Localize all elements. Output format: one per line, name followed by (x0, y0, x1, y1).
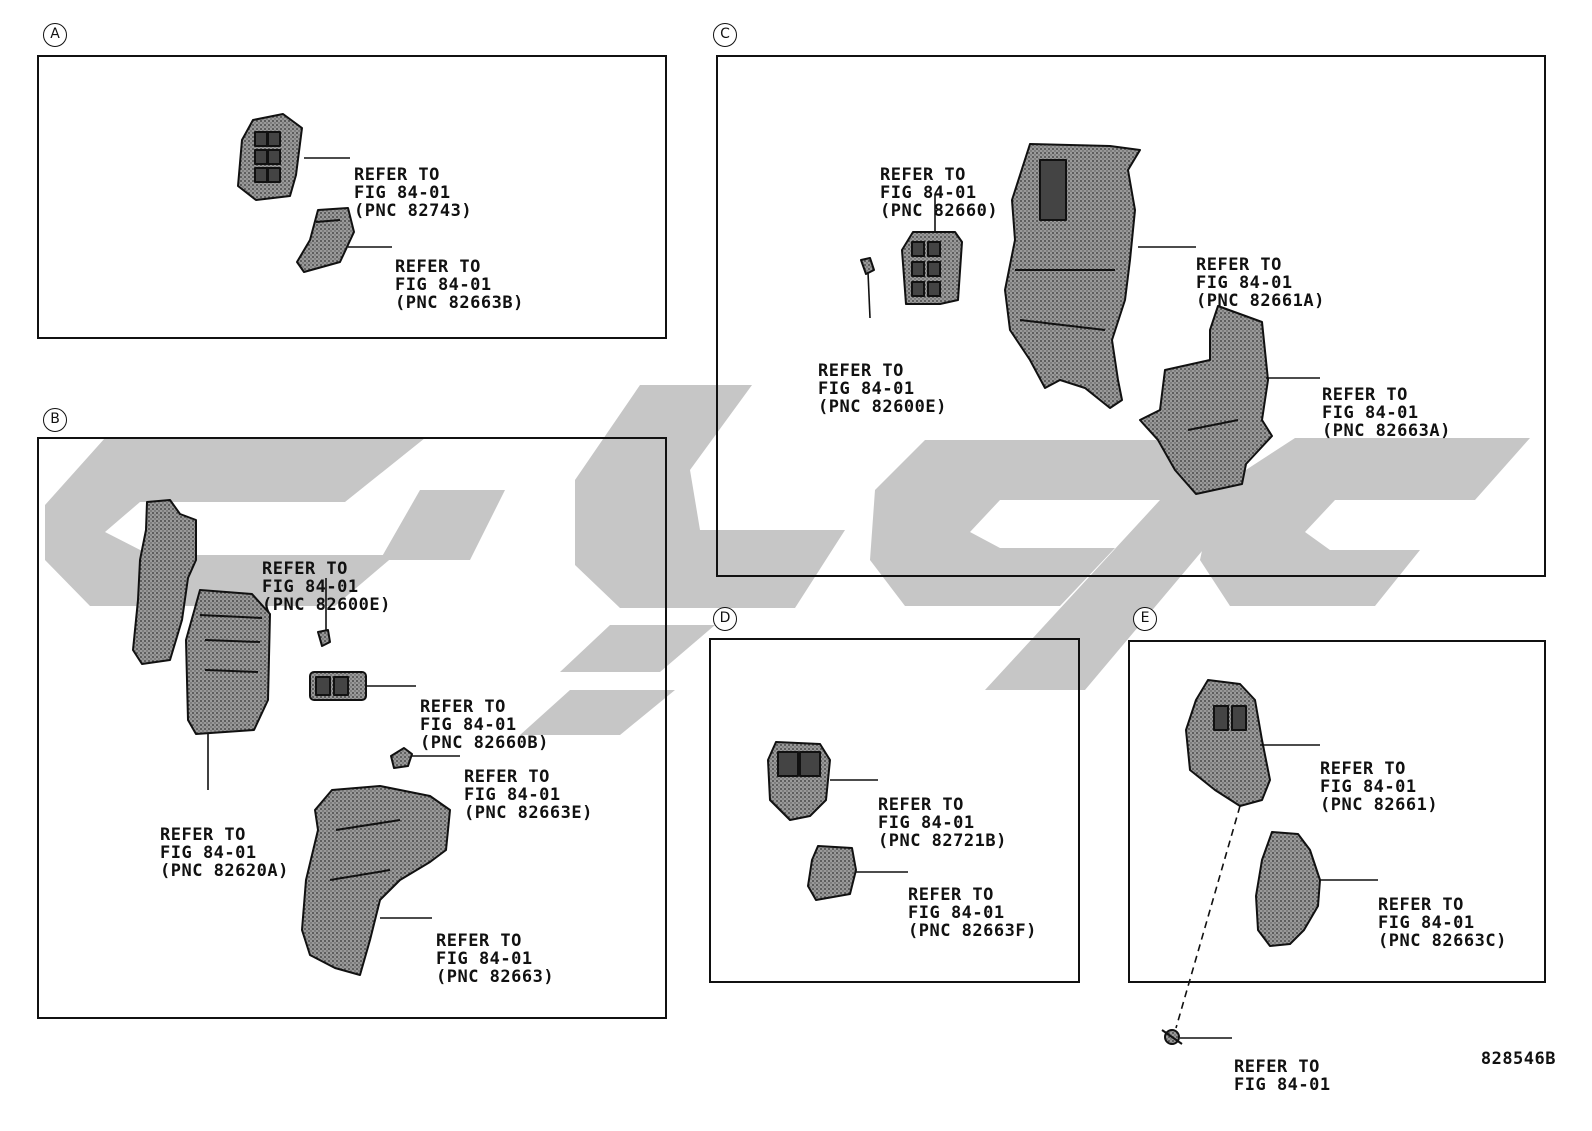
bolt (1161, 1029, 1183, 1045)
panel-c-badge: C (713, 23, 737, 47)
panel-a (37, 55, 667, 339)
fuse-82600e-b (317, 629, 331, 647)
parts-diagram: A B C D E (37, 23, 1556, 1094)
panel-c (716, 55, 1546, 577)
panel-d-badge: D (713, 607, 737, 631)
cover-82663a (1139, 305, 1273, 495)
cover-82663f (807, 845, 857, 901)
panel-b-badge: B (43, 408, 67, 432)
relay-block-82743 (237, 113, 303, 201)
relay-82660b (309, 671, 367, 701)
panel-b (37, 437, 667, 1019)
fuse-82600e-c (860, 257, 875, 275)
cover-82663b (296, 207, 355, 273)
relay-82660 (901, 231, 963, 305)
cover-82663 (301, 785, 451, 976)
bracket-b-left (132, 499, 197, 665)
panel-a-badge: A (43, 23, 67, 47)
panel-d (709, 638, 1080, 983)
panel-e (1128, 640, 1546, 983)
fuse-block-82620a (185, 589, 271, 735)
document-number: 828546B (1480, 1049, 1556, 1069)
cover-82663c (1255, 831, 1321, 947)
parts-drawings (132, 113, 1378, 1045)
cap-82663e (390, 747, 413, 769)
relay-82721b (767, 741, 831, 821)
relay-block-82661 (1185, 679, 1271, 807)
panel-e-badge: E (1133, 607, 1157, 631)
junction-block-82661a (1004, 143, 1141, 409)
